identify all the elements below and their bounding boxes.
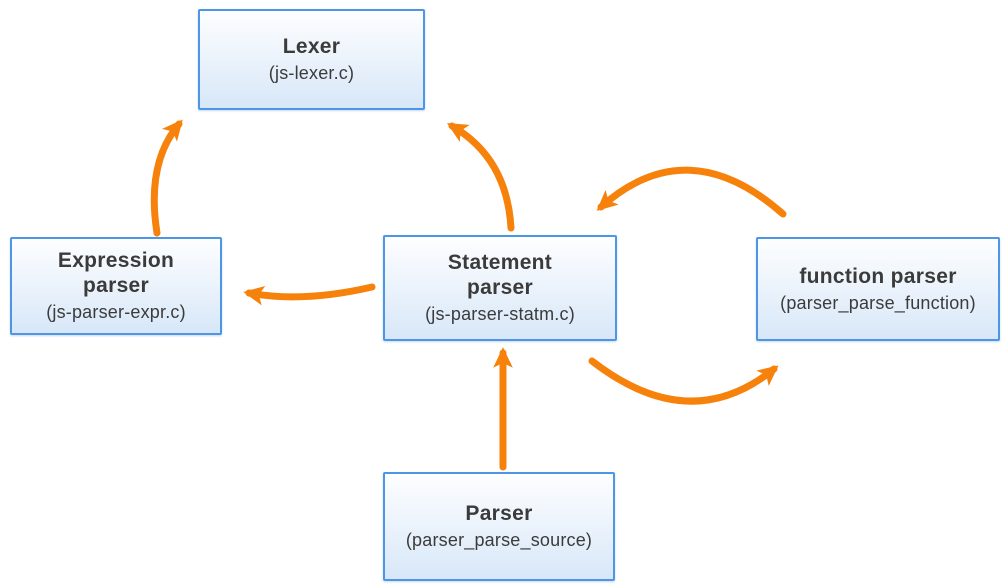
arrow-statement-parser-to-expression-parser	[243, 283, 376, 306]
node-expression-parser-subtitle: (js-parser-expr.c)	[46, 302, 186, 322]
node-expression-parser: Expression parser (js-parser-expr.c)	[10, 237, 222, 335]
node-function-parser: function parser (parser_parse_function)	[756, 237, 1000, 341]
arrow-statement-parser-to-lexer	[446, 122, 515, 232]
node-expression-parser-title: Expression parser	[57, 249, 175, 297]
node-statement-parser: Statement parser (js-parser-statm.c)	[383, 235, 617, 341]
arrow-statement-parser-to-function-parser	[588, 357, 779, 405]
node-statement-parser-title: Statement parser	[447, 251, 553, 299]
node-parser: Parser (parser_parse_source)	[383, 472, 615, 581]
node-function-parser-subtitle: (parser_parse_function)	[780, 292, 976, 313]
node-lexer-subtitle: (js-lexer.c)	[268, 63, 355, 83]
node-parser-title: Parser	[465, 502, 533, 525]
arrow-function-parser-to-statement-parser	[596, 166, 787, 218]
node-lexer-title: Lexer	[282, 35, 341, 58]
node-statement-parser-subtitle: (js-parser-statm.c)	[425, 304, 575, 324]
node-lexer: Lexer (js-lexer.c)	[198, 9, 425, 110]
node-parser-subtitle: (parser_parse_source)	[405, 530, 593, 550]
arrow-expression-parser-to-lexer	[150, 119, 183, 237]
node-function-parser-title: function parser	[799, 264, 957, 288]
